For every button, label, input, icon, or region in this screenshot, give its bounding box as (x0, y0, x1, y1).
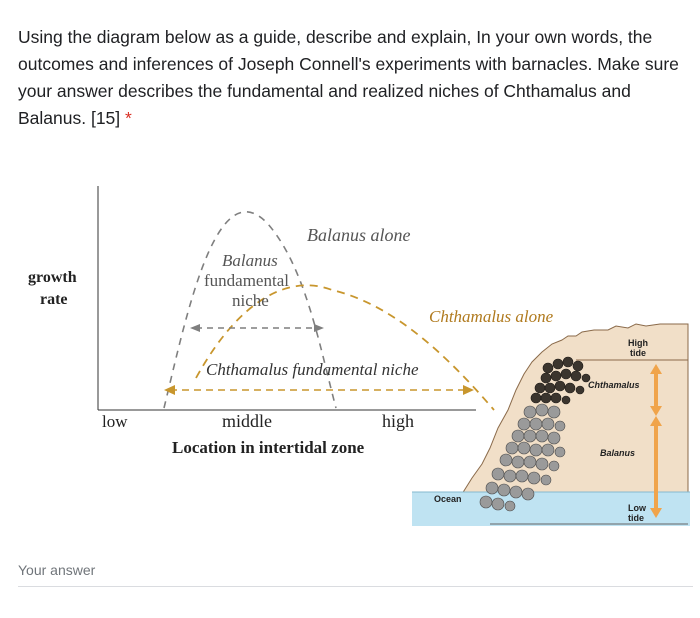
chthamalus-barnacle-cluster (530, 356, 591, 405)
rock-low-tide-label-2: tide (628, 513, 644, 523)
balanus-range-arrowhead-down (650, 508, 662, 518)
answer-label: Your answer (18, 562, 96, 578)
chthamalus-niche-arrowhead-right (463, 385, 474, 395)
x-axis-label: Location in intertidal zone (172, 438, 365, 457)
rock-high-tide-label-2: tide (630, 348, 646, 358)
balanus-fund-label-1: Balanus (222, 251, 278, 270)
y-label-line2: rate (40, 291, 68, 308)
chthamalus-range-arrowhead-up (650, 364, 662, 374)
balanus-niche-arrowhead-right (314, 324, 324, 332)
required-asterisk: * (125, 108, 132, 128)
rock-low-tide-label-1: Low (628, 503, 647, 513)
balanus-alone-label: Balanus alone (307, 225, 411, 245)
balanus-alone-curve (163, 211, 337, 409)
connell-barnacle-figure: growth rate low middle high Location in … (28, 186, 690, 526)
rocky-shore-inset: High tide Chthamalus Balanus Ocean Low t… (412, 323, 690, 526)
ocean-water (412, 492, 690, 526)
rock-high-tide-label-1: High (628, 338, 648, 348)
chthamalus-niche-arrowhead-left (164, 385, 175, 395)
chthamalus-alone-curve (195, 284, 495, 411)
question-text: Using the diagram below as a guide, desc… (18, 24, 688, 132)
y-label-line1: growth (28, 269, 77, 286)
rock-chthamalus-label: Chthamalus (588, 380, 640, 390)
balanus-barnacle-cluster (479, 403, 566, 512)
x-tick-low: low (102, 412, 128, 431)
balanus-fund-label-3: niche (232, 291, 269, 310)
rock-balanus-label: Balanus (600, 448, 635, 458)
chthamalus-fund-label: Chthamalus fundamental niche (206, 360, 419, 379)
question-body: Using the diagram below as a guide, desc… (18, 27, 679, 128)
answer-input[interactable] (18, 586, 693, 587)
x-tick-middle: middle (222, 411, 272, 431)
balanus-niche-arrowhead-left (190, 324, 200, 332)
balanus-range-arrowhead-up (650, 416, 662, 426)
rock-ocean-label: Ocean (434, 494, 462, 504)
chthamalus-range-arrowhead-down (650, 406, 662, 416)
balanus-fund-label-2: fundamental (204, 271, 289, 290)
x-tick-high: high (382, 411, 414, 431)
chthamalus-alone-label: Chthamalus alone (429, 307, 554, 326)
